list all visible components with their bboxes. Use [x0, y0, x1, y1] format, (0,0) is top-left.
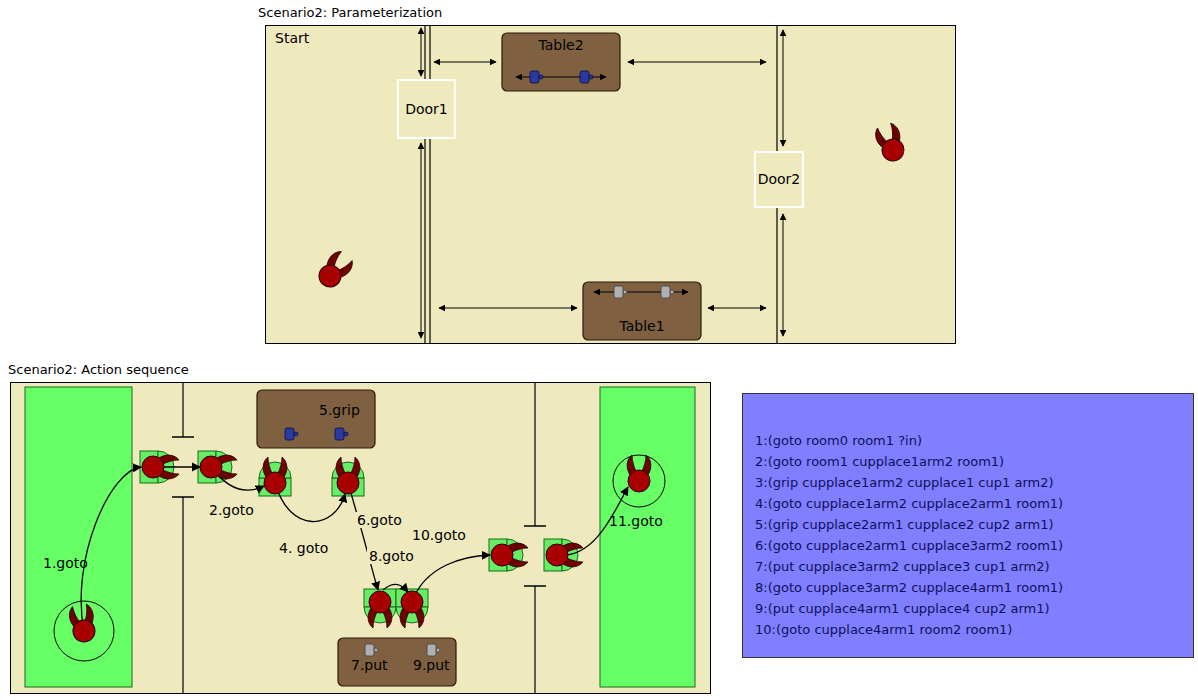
plan-step: 8:(goto cupplace3arm2 cupplace4arm1 room… — [755, 577, 1183, 598]
plan-step: 1:(goto room0 room1 ?in) — [755, 430, 1183, 451]
table: 7.put 9.put — [338, 638, 456, 686]
node-label: 11.goto — [609, 513, 663, 529]
node-label: 7.put — [351, 657, 388, 673]
plan-step: 6:(goto cupplace2arm1 cupplace3arm2 room… — [755, 535, 1183, 556]
plan-step: 4:(goto cupplace1arm2 cupplace2arm1 room… — [755, 493, 1183, 514]
plan-step: 3:(grip cupplace1arm2 cupplace1 cup1 arm… — [755, 472, 1183, 493]
node-label: 9.put — [413, 657, 450, 673]
plan-box: 1:(goto room0 room1 ?in)2:(goto room1 cu… — [742, 393, 1194, 658]
node-label: Table2 — [502, 37, 620, 53]
sequence-panel: Scenario2: Action sequence1.goto5.grip7.… — [10, 382, 710, 693]
node-label: Start — [275, 30, 309, 46]
action-label: 8.goto — [367, 548, 416, 564]
panel-title: Scenario2: Parameterization — [258, 5, 442, 21]
action-label: 6.goto — [355, 512, 404, 528]
table: 5.grip — [257, 390, 375, 448]
action-label: 10.goto — [410, 527, 468, 543]
door: Door1 — [398, 80, 455, 138]
door: Door2 — [755, 152, 804, 207]
room-panel: Scenario2: ParameterizationStartDoor1Tab… — [265, 25, 955, 343]
action-label: 4. goto — [277, 540, 330, 556]
table: Table2 — [502, 33, 620, 91]
node-label: Door2 — [755, 171, 804, 187]
plan-step: 9:(put cupplace4arm1 cupplace4 cup2 arm1… — [755, 598, 1183, 619]
node-label: Table1 — [583, 318, 701, 334]
plan-step: 10:(goto cupplace4arm1 room2 room1) — [755, 619, 1183, 640]
table: Table1 — [583, 282, 701, 340]
node-label: Door1 — [398, 101, 455, 117]
goal-region: 11.goto — [600, 387, 695, 687]
action-label: 2.goto — [207, 502, 256, 518]
node-label: 1.goto — [43, 555, 88, 571]
node-label: 5.grip — [319, 402, 360, 418]
start-region: 1.goto — [25, 387, 132, 687]
panel-title: Scenario2: Action sequence — [8, 362, 189, 378]
plan-step: 7:(put cupplace3arm2 cupplace3 cup1 arm2… — [755, 556, 1183, 577]
plan-step: 2:(goto room1 cupplace1arm2 room1) — [755, 451, 1183, 472]
plan-step: 5:(grip cupplace2arm1 cupplace2 cup2 arm… — [755, 514, 1183, 535]
